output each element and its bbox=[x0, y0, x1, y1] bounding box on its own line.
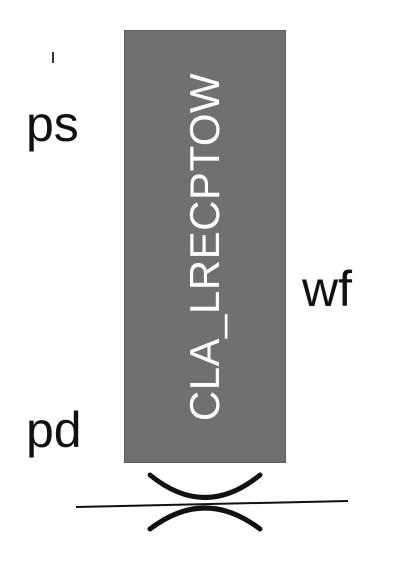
label-pd: pd bbox=[26, 402, 82, 458]
lower-arc bbox=[147, 505, 263, 532]
horizontal-line bbox=[75, 500, 349, 508]
gap-symbol bbox=[75, 472, 349, 532]
upper-arc bbox=[147, 472, 263, 500]
component-block-label: CLA_LRECPTOW bbox=[181, 72, 228, 421]
tick-mark bbox=[52, 52, 54, 63]
component-block: CLA_LRECPTOW bbox=[124, 30, 286, 463]
label-ps: ps bbox=[26, 96, 79, 152]
label-wf: wf bbox=[302, 261, 352, 317]
